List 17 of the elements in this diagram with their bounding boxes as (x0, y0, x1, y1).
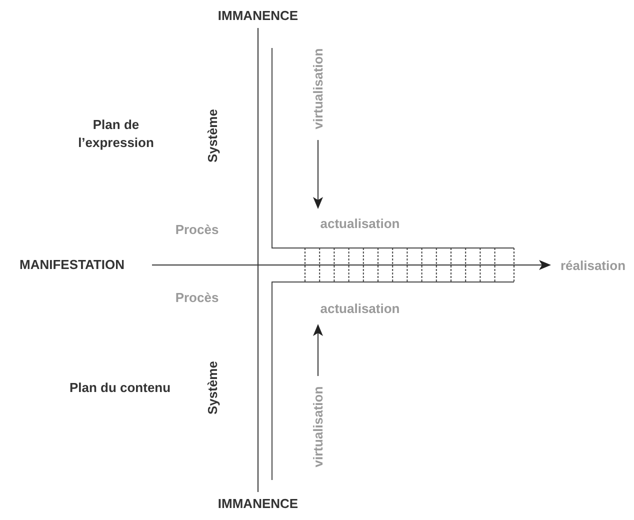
process-label: actualisation (304, 214, 416, 234)
process-label: virtualisation (309, 44, 327, 134)
arrow (152, 260, 551, 270)
process-label: réalisation (552, 256, 634, 276)
plane-label: Plan de l’expression (56, 112, 176, 156)
level-label: Système (204, 98, 222, 174)
level-label: Procès (168, 220, 226, 240)
axis-label: IMMANENCE (216, 494, 300, 514)
arrow (313, 324, 323, 376)
plane-label: Plan du contenu (60, 366, 180, 410)
level-label: Système (204, 350, 222, 426)
process-label: actualisation (304, 299, 416, 319)
axis-label: MANIFESTATION (2, 255, 142, 275)
level-label: Procès (168, 288, 226, 308)
process-label: virtualisation (309, 382, 327, 472)
arrow (313, 140, 323, 209)
axis-label: IMMANENCE (216, 6, 300, 26)
